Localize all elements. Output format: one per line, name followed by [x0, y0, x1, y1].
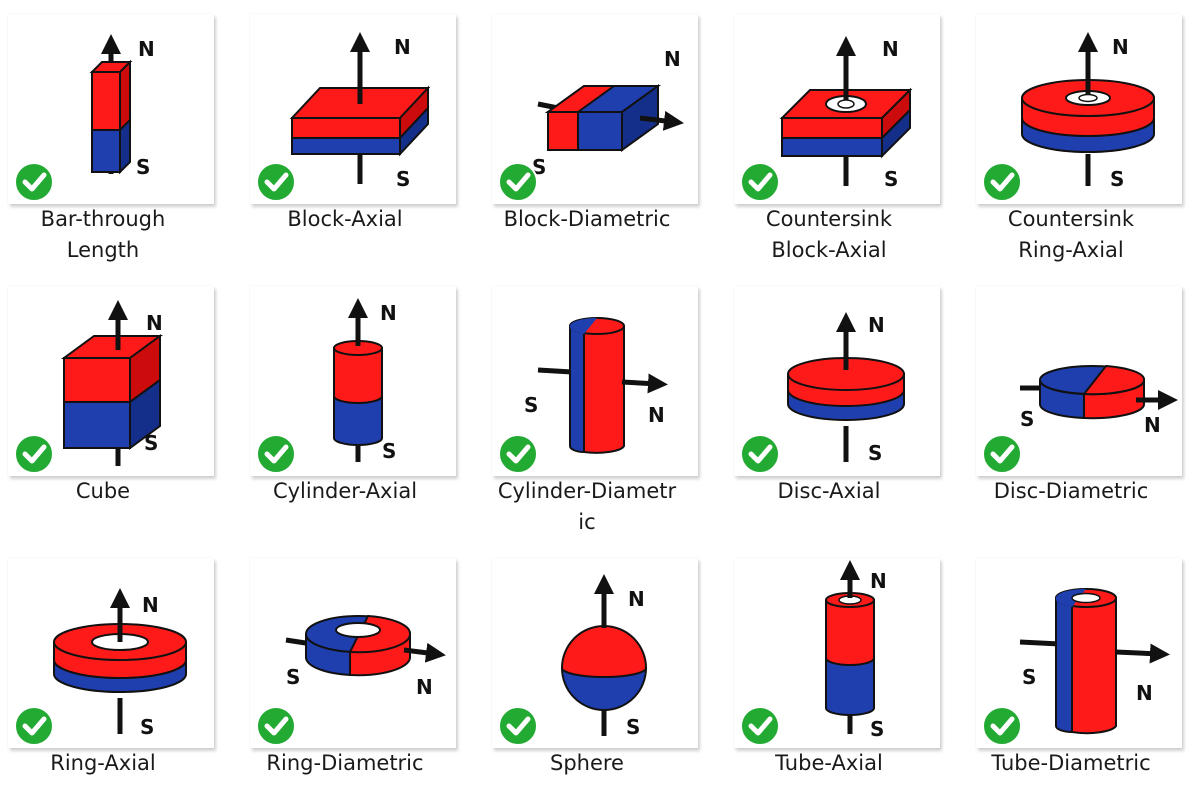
magnet-label: Block-Axial	[287, 207, 403, 231]
magnet-tile-bar: N S Bar-through Length	[0, 0, 240, 266]
north-label: N	[664, 47, 681, 71]
magnet-tile-countersink-ring: N S Countersink Ring-Axial	[968, 0, 1200, 266]
magnet-label: Tube-Diametric	[991, 751, 1151, 775]
south-label: S	[396, 167, 410, 191]
checkmark-icon	[498, 706, 538, 746]
checkmark-icon	[498, 162, 538, 202]
south-label: S	[868, 441, 882, 465]
checkmark-icon	[982, 434, 1022, 474]
magnet-card: N S	[8, 558, 214, 748]
magnet-card: N S	[492, 558, 698, 748]
north-label: N	[380, 301, 397, 325]
south-label: S	[884, 167, 898, 191]
north-label: N	[394, 35, 411, 59]
countersink-ring-magnet-icon: N S	[1021, 32, 1155, 191]
magnet-label: Block-Diametric	[503, 207, 671, 231]
north-label: N	[868, 313, 885, 337]
checkmark-icon	[14, 162, 54, 202]
sphere-magnet-icon: N S	[560, 574, 648, 739]
checkmark-icon	[740, 162, 780, 202]
magnet-tile-block-diametric: N S Block-Diametric	[484, 0, 724, 266]
magnet-tile-tube-diametric: S N Tube-Diametric	[968, 544, 1200, 810]
checkmark-icon	[14, 706, 54, 746]
south-label: S	[140, 715, 154, 739]
magnet-label: Tube-Axial	[775, 751, 883, 775]
north-label: N	[882, 37, 899, 61]
south-label: S	[286, 665, 300, 689]
magnet-tile-block-axial: N S Block-Axial	[242, 0, 482, 266]
checkmark-icon	[14, 434, 54, 474]
south-label: S	[382, 439, 396, 463]
south-label: S	[144, 431, 158, 455]
checkmark-icon	[982, 162, 1022, 202]
south-label: S	[626, 715, 640, 739]
south-label: S	[524, 393, 538, 417]
tube-magnet-icon: N S	[825, 560, 887, 741]
magnet-tile-ring-axial: N S Ring-Axial	[0, 544, 240, 810]
checkmark-icon	[256, 434, 296, 474]
countersink-block-magnet-icon: N S	[779, 36, 913, 191]
north-label: N	[1144, 413, 1161, 437]
magnet-label: Cylinder-Axial	[272, 479, 418, 503]
cube-magnet-icon: N S	[60, 300, 164, 466]
magnet-label: Cylinder-Diametr ic	[497, 479, 677, 534]
north-label: N	[146, 311, 163, 335]
magnet-label: Ring-Diametric	[266, 751, 424, 775]
magnet-label: Bar-through Length	[40, 207, 166, 262]
south-label: S	[1022, 665, 1036, 689]
checkmark-icon	[256, 706, 296, 746]
magnet-label: Countersink Block-Axial	[765, 207, 893, 262]
magnet-card: N S	[976, 14, 1182, 204]
disc-magnet-icon: N S	[787, 312, 905, 465]
magnet-label: Cube	[75, 479, 131, 503]
block-magnet-icon: N S	[289, 32, 431, 191]
south-label: S	[136, 155, 150, 179]
magnet-tile-disc-diametric: S N Disc-Diametric	[968, 272, 1200, 538]
magnet-tile-countersink-block: N S Countersink Block-Axial	[726, 0, 966, 266]
south-label: S	[870, 717, 884, 741]
cylinder-magnet-icon: N S	[333, 298, 397, 463]
magnet-tile-disc-axial: N S Disc-Axial	[726, 272, 966, 538]
bar-magnet-icon: N S	[89, 34, 155, 179]
magnet-tile-cube: N S Cube	[0, 272, 240, 538]
north-label: N	[1112, 35, 1129, 59]
checkmark-icon	[498, 434, 538, 474]
magnet-label: Countersink Ring-Axial	[1007, 207, 1135, 262]
north-label: N	[628, 587, 645, 611]
cylinder-diametric-magnet-icon: S N	[524, 317, 668, 454]
magnet-card: N S	[250, 14, 456, 204]
north-label: N	[142, 593, 159, 617]
north-label: N	[648, 403, 665, 427]
north-label: N	[416, 675, 433, 699]
tube-diametric-magnet-icon: S N	[1019, 588, 1170, 735]
magnet-tile-cylinder-axial: N S Cylinder-Axial	[242, 272, 482, 538]
checkmark-icon	[740, 706, 780, 746]
magnet-label: Disc-Axial	[777, 479, 881, 503]
south-label: S	[1020, 407, 1034, 431]
magnet-tile-cylinder-diametric: S N Cylinder-Diametr ic	[484, 272, 724, 538]
magnet-label: Disc-Diametric	[993, 479, 1149, 503]
north-label: N	[870, 569, 887, 593]
magnet-tile-sphere: N S Sphere	[484, 544, 724, 810]
south-label: S	[1110, 167, 1124, 191]
checkmark-icon	[256, 162, 296, 202]
disc-diametric-magnet-icon: S N	[1020, 364, 1178, 437]
magnet-tile-ring-diametric: S N Ring-Diametric	[242, 544, 482, 810]
magnet-tile-tube-axial: N S Tube-Axial	[726, 544, 966, 810]
magnet-card: S N	[250, 558, 456, 748]
ring-magnet-icon: N S	[53, 588, 187, 739]
magnet-label: Ring-Axial	[50, 751, 156, 775]
checkmark-icon	[982, 706, 1022, 746]
north-label: N	[1136, 681, 1153, 705]
ring-diametric-magnet-icon: S N	[285, 614, 446, 699]
magnet-label: Sphere	[550, 751, 624, 775]
north-label: N	[138, 37, 155, 61]
checkmark-icon	[740, 434, 780, 474]
magnet-card: N S	[734, 558, 940, 748]
